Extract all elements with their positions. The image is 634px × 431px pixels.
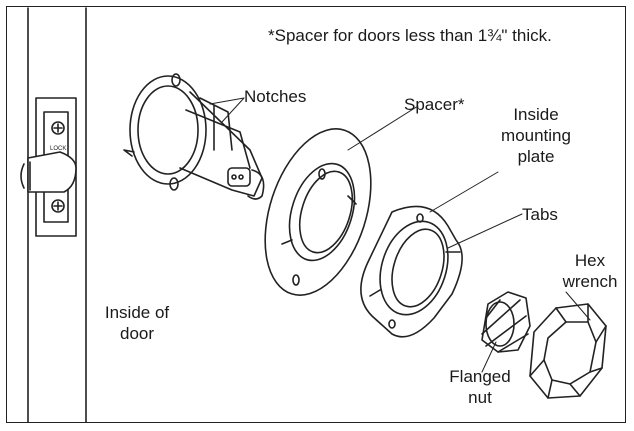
door-edge: LOCK LOCK [27,7,87,423]
spacer-ring [264,128,372,296]
label-flanged-nut: Flanged nut [440,366,520,408]
label-line: door [119,324,155,343]
label-line: Flanged [449,367,511,386]
label-line: nut [468,388,492,407]
label-line: Hex [574,251,606,270]
label-line: wrench [562,272,618,291]
label-tabs: Tabs [522,205,558,224]
leader-lines [209,97,591,373]
svg-text:LOCK: LOCK [50,146,66,152]
label-hex-wrench: Hex wrench [560,250,620,292]
label-line: Inside of [104,303,170,322]
spacer-footnote: *Spacer for doors less than 1¾" thick. [268,26,552,45]
label-line: mounting [501,126,571,145]
latch-housing [123,73,265,200]
label-spacer: Spacer* [404,95,465,114]
flanged-nut [481,291,531,353]
label-inside-of-door: Inside of door [92,302,182,344]
label-notches: Notches [244,87,307,106]
diagram-frame [6,6,626,423]
label-line: Inside [513,105,559,124]
inside-mounting-plate [360,205,463,338]
latch-bolt [20,151,77,193]
label-inside-mounting-plate: Inside mounting plate [496,104,576,167]
hex-wrench [529,303,607,399]
label-line: plate [517,147,555,166]
